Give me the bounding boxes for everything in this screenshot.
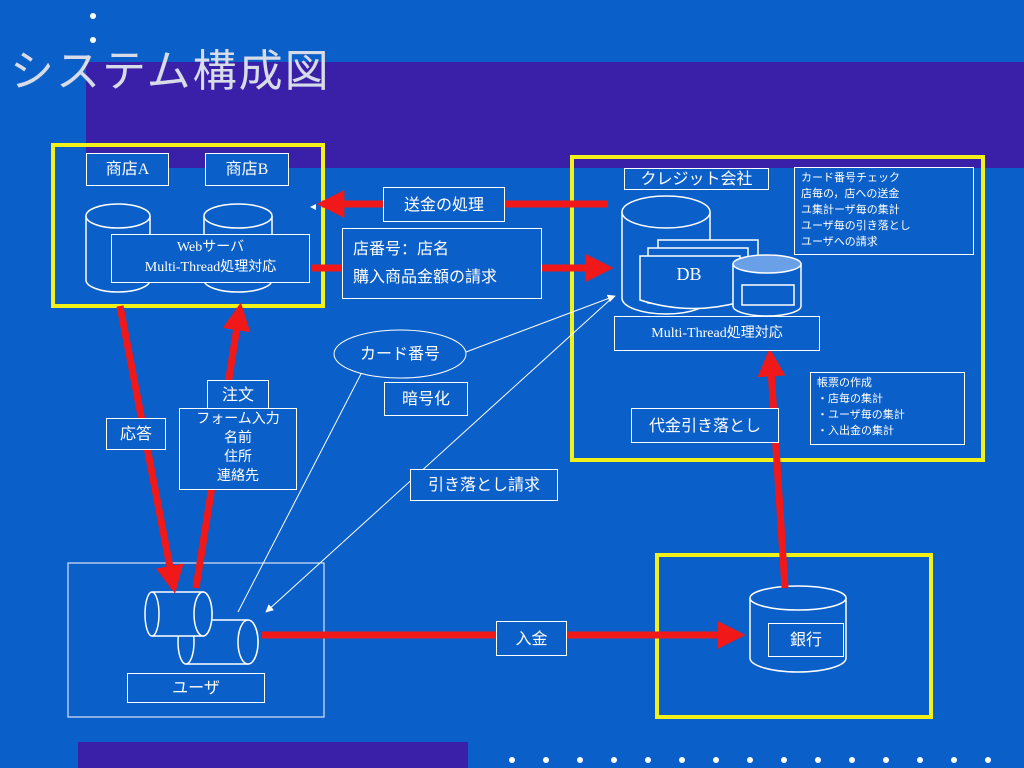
report-list: 帳票の作成 ・店毎の集計 ・ユーザ毎の集計 ・入出金の集計	[810, 372, 965, 445]
bank-db-cylinder-top	[749, 585, 847, 611]
response-label: 応答	[106, 418, 166, 450]
encrypt-label: 暗号化	[384, 382, 468, 416]
user-device-front-end	[193, 591, 213, 637]
page-title: システム構成図	[10, 46, 331, 97]
db-label: DB	[676, 264, 702, 284]
bottom-accent-band	[78, 742, 468, 768]
card-number-ellipse	[333, 329, 467, 379]
decorative-dots	[90, 13, 991, 763]
credit-company-label: クレジット会社	[624, 168, 769, 190]
small-db-window	[741, 284, 795, 306]
payment-request-label: 店番号：店名 購入商品金額の請求	[342, 228, 542, 299]
multi-thread-label: Multi-Thread処理対応	[614, 316, 820, 351]
order-label: 注文	[207, 380, 269, 410]
debit-request-connector	[265, 297, 613, 613]
remittance-small-head	[310, 204, 316, 210]
form-input-label: フォーム入力 名前 住所 連絡先	[179, 408, 297, 490]
shop-b-label: 商店B	[205, 153, 289, 186]
remittance-label: 送金の処理	[383, 187, 505, 222]
debit-label: 代金引き落とし	[631, 408, 779, 443]
deposit-label: 入金	[496, 621, 567, 656]
user-label: ユーザ	[127, 673, 265, 703]
card-entry-connector	[237, 371, 363, 613]
user-device-front-cap	[144, 591, 160, 637]
user-frame	[67, 562, 325, 718]
shop-a-label: 商店A	[86, 153, 169, 186]
small-db-cylinder-top	[732, 254, 802, 274]
shop-a-db-cylinder-top	[85, 203, 151, 229]
card-number-connector	[465, 294, 616, 353]
credit-db-cylinder-top	[621, 195, 711, 229]
bank-label: 銀行	[768, 623, 844, 657]
debit-request-label: 引き落とし請求	[410, 469, 558, 501]
shop-b-db-cylinder-top	[203, 203, 273, 229]
card-number-label: カード番号	[359, 344, 440, 363]
top-accent-band	[86, 62, 1024, 168]
credit-check-list: カード番号チェック 店毎の，店への送金 ユ集計ーザ毎の集計 ユーザ毎の引き落とし…	[794, 167, 974, 255]
bank-settlement-arrow	[757, 348, 789, 589]
shop-group-frame	[51, 143, 325, 308]
user-device-back-end	[237, 619, 259, 665]
web-server-label: Webサーバ Multi-Thread処理対応	[111, 234, 310, 283]
